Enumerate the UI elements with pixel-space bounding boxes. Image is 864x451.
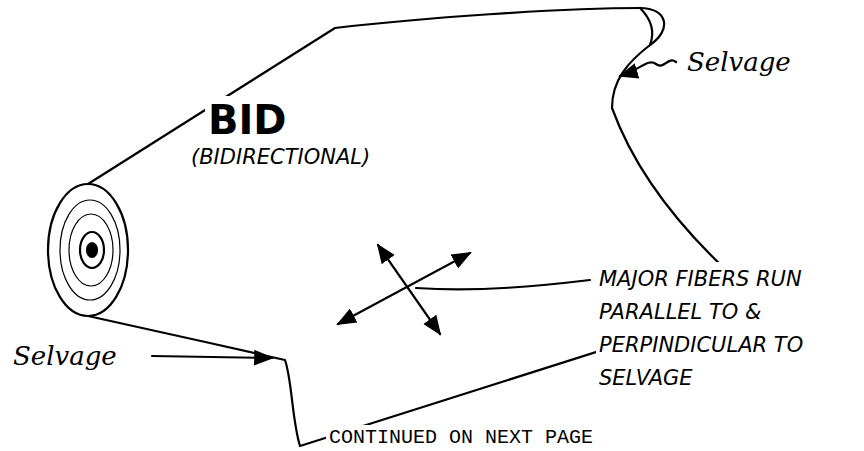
selvage-arrow: [152, 356, 272, 358]
continued-note: CONTINUED ON NEXT PAGE: [326, 425, 596, 450]
roll-end: [48, 184, 128, 316]
fiber-note: MAJOR FIBERS RUN PARALLEL TO & PERPINDIC…: [596, 262, 860, 396]
selvage-arrow: [620, 60, 676, 76]
roll-hole: [87, 243, 97, 257]
fabric-title: BID: [205, 96, 290, 144]
fabric-subtitle: (BIDIRECTIONAL): [188, 144, 373, 170]
roll-layer: [69, 214, 113, 286]
selvage-label: Selvage: [10, 340, 120, 372]
roll-layer: [60, 200, 120, 300]
sheet-curl: [640, 8, 652, 45]
roll-core: [80, 232, 104, 268]
leader-line: [416, 280, 590, 289]
selvage-label: Selvage: [684, 46, 794, 78]
